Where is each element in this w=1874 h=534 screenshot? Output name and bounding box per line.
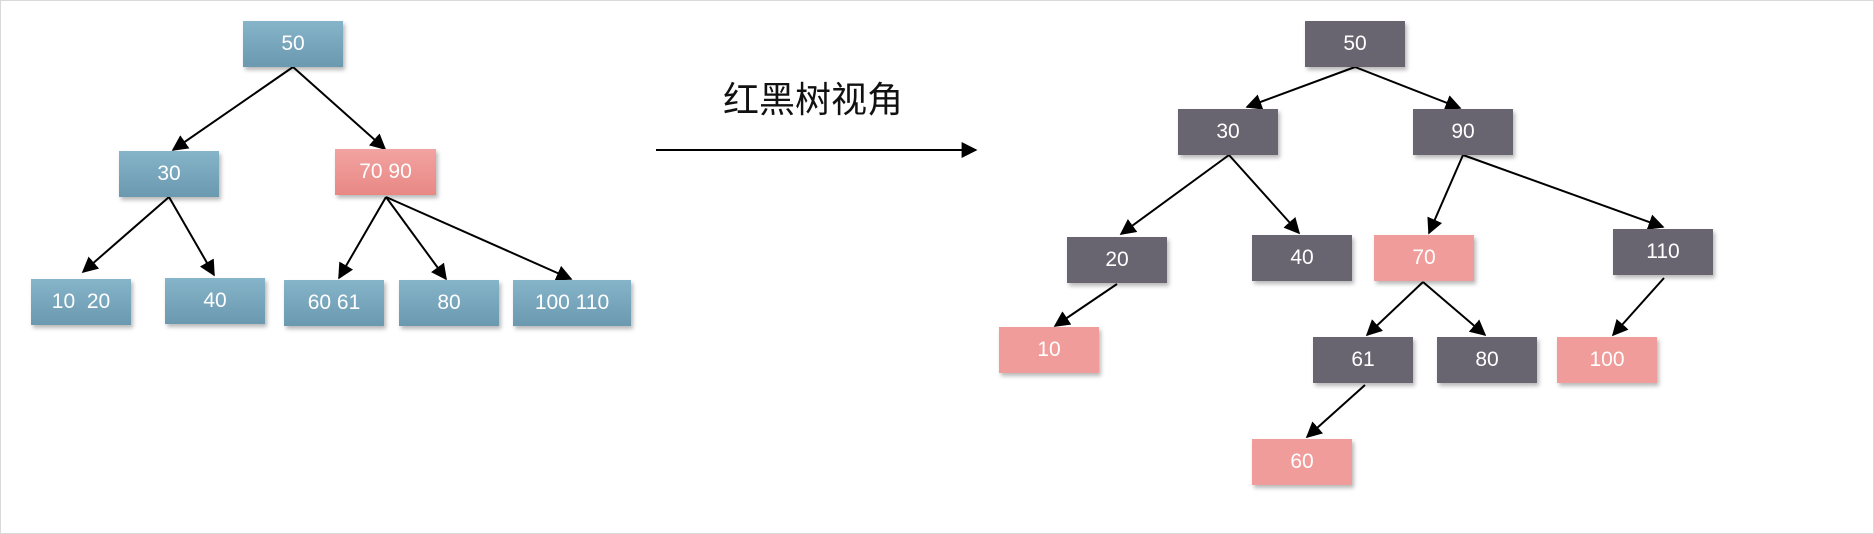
- rb-edge-50-90: [1354, 66, 1462, 111]
- btree-node-100-110: 100 110: [513, 280, 631, 326]
- btree-edge-30-1020: [81, 196, 170, 274]
- rb-node-90: 90: [1413, 109, 1513, 155]
- rb-node-61: 61: [1313, 337, 1413, 383]
- rb-edge-20-10: [1053, 283, 1118, 327]
- rb-node-70: 70: [1374, 235, 1474, 281]
- btree-node-10-20: 10 20: [31, 279, 131, 325]
- rb-edge-70-80: [1422, 281, 1487, 337]
- btree-node-70-90: 70 90: [335, 149, 436, 195]
- rb-node-50: 50: [1305, 21, 1405, 67]
- rb-edge-30-20: [1119, 154, 1230, 235]
- rb-edge-30-40: [1228, 154, 1301, 235]
- btree-edge-7090-100110: [385, 196, 573, 281]
- btree-node-80: 80: [399, 280, 499, 326]
- btree-node-40: 40: [165, 278, 265, 324]
- rb-node-80: 80: [1437, 337, 1537, 383]
- btree-node-30: 30: [119, 151, 219, 197]
- btree-edge-7090-80: [385, 196, 447, 281]
- rb-edge-90-70: [1427, 154, 1464, 235]
- rb-node-100: 100: [1557, 337, 1657, 383]
- rb-node-60: 60: [1252, 439, 1352, 485]
- rb-node-30: 30: [1178, 109, 1278, 155]
- rb-node-20: 20: [1067, 237, 1167, 283]
- rb-edge-110-100: [1611, 277, 1665, 337]
- btree-edge-7090-6061: [338, 196, 387, 280]
- rb-edge-61-60: [1305, 384, 1366, 439]
- rb-edge-90-110: [1462, 154, 1665, 230]
- rb-node-40: 40: [1252, 235, 1352, 281]
- diagram-caption: 红黑树视角: [723, 80, 904, 121]
- btree-node-60-61: 60 61: [284, 280, 384, 326]
- rb-node-110: 110: [1613, 229, 1713, 275]
- btree-edge-30-40: [168, 196, 215, 277]
- rb-edge-50-30: [1245, 66, 1356, 110]
- rb-node-10: 10: [999, 327, 1099, 373]
- btree-edge-50-30: [171, 66, 294, 151]
- rb-edge-70-61: [1365, 281, 1424, 337]
- btree-node-50: 50: [243, 21, 343, 67]
- btree-edge-50-7090: [292, 66, 387, 151]
